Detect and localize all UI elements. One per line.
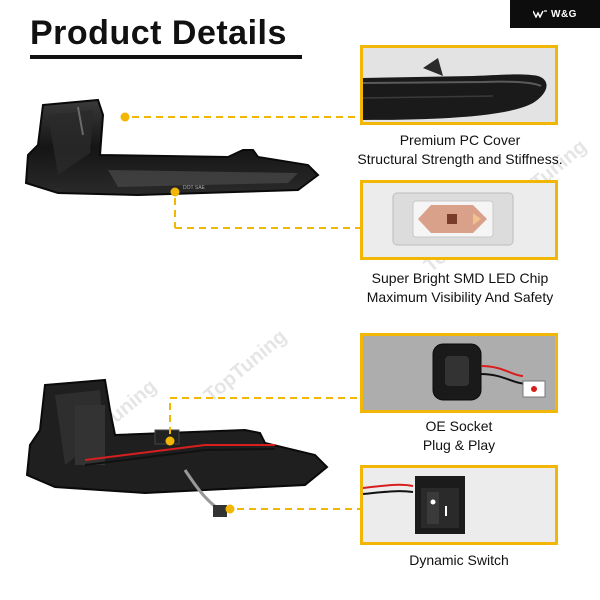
feature-subtitle: Plug & Play (422, 437, 496, 453)
feature-panel-led-chip (360, 180, 558, 260)
feature-title: OE Socket (425, 418, 493, 434)
title-underline (30, 55, 302, 59)
feature-title: Premium PC Cover (399, 132, 521, 148)
feature-title: Super Bright SMD LED Chip (371, 270, 549, 286)
mirror-indicator-front-image: DOT SAE (24, 98, 320, 197)
brand-logo-icon (533, 10, 548, 18)
part-marking-text: DOT SAE (183, 185, 206, 191)
feature-subtitle: Structural Strength and Stiffness. (357, 151, 563, 167)
page-title: Product Details (30, 14, 287, 52)
feature-caption-led-chip: Super Bright SMD LED Chip Maximum Visibi… (320, 269, 600, 307)
mirror-indicator-back-image (25, 378, 329, 517)
feature-panel-dynamic-switch (360, 465, 558, 545)
feature-caption-pc-cover: Premium PC Cover Structural Strength and… (320, 131, 600, 169)
feature-title: Dynamic Switch (409, 552, 509, 568)
feature-caption-oe-socket: OE Socket Plug & Play (360, 417, 558, 455)
feature-subtitle: Maximum Visibility And Safety (366, 289, 554, 305)
feature-panel-pc-cover (360, 45, 558, 125)
brand-label: W&G (551, 8, 577, 20)
feature-caption-dynamic-switch: Dynamic Switch (360, 551, 558, 570)
feature-panel-oe-socket (360, 333, 558, 413)
brand-badge: W&G (510, 0, 600, 28)
